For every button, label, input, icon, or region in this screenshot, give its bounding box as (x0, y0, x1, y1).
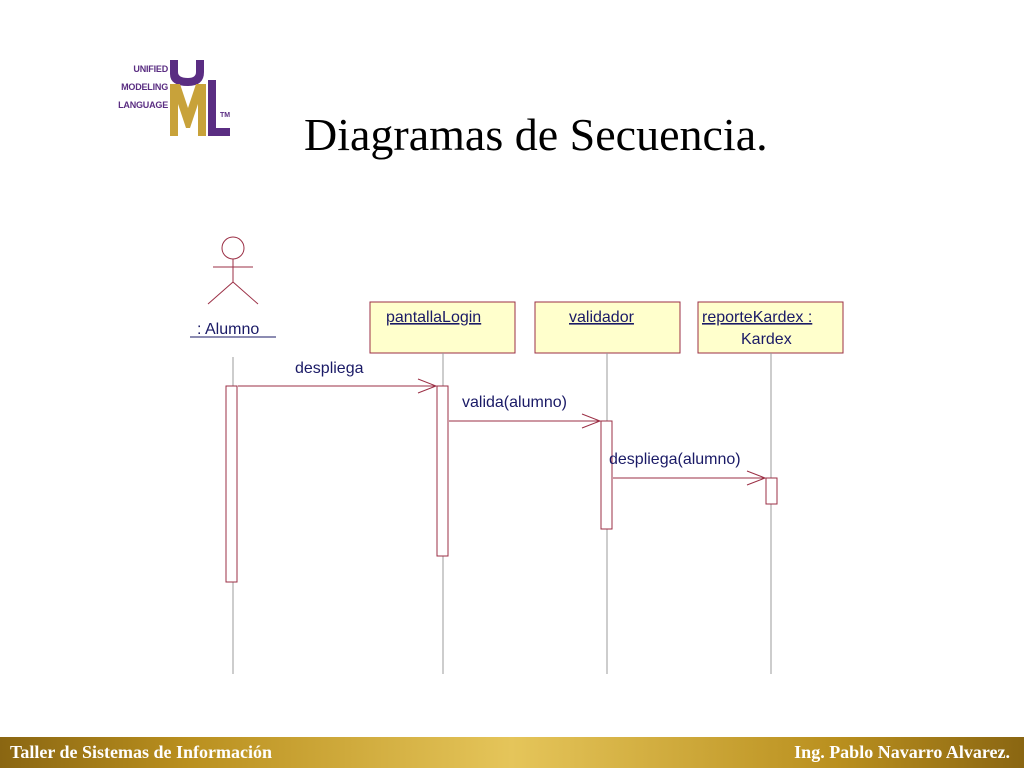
logo-l-shape (208, 80, 230, 136)
object-label-validador: validador (569, 309, 635, 326)
actor-figure (207, 236, 259, 305)
activation-alumno (225, 385, 238, 583)
footer-author: Ing. Pablo Navarro Alvarez. (794, 742, 1010, 762)
message-label-despliega-alumno: despliega(alumno) (609, 451, 741, 468)
activation-reportekardex (765, 477, 778, 505)
footer-bar: Taller de Sistemas de Información Ing. P… (0, 737, 1024, 768)
logo-m-shape (170, 84, 206, 136)
uml-logo: UNIFIED MODELING LANGUAGE TM (108, 56, 236, 144)
actor-label: : Alumno (197, 321, 259, 338)
message-arrowhead-valida (581, 413, 602, 429)
footer-course: Taller de Sistemas de Información (10, 742, 273, 762)
activation-validador (600, 420, 613, 530)
message-label-despliega: despliega (295, 360, 364, 377)
object-box-reportekardex (697, 301, 844, 354)
activation-pantallalogin (436, 385, 449, 557)
sequence-diagram: : Alumno pantallaLogin validador reporte… (190, 236, 844, 674)
actor-right-leg (232, 281, 259, 305)
uml-logo-mark (170, 60, 230, 136)
object-label-pantallalogin: pantallaLogin (386, 309, 481, 326)
object-box-validador (534, 301, 681, 354)
page-title: Diagramas de Secuencia. (304, 109, 768, 160)
logo-text-modeling: MODELING (121, 82, 168, 92)
logo-trademark: TM (220, 112, 231, 119)
message-arrowhead-despliega (417, 378, 438, 394)
logo-text-language: LANGUAGE (118, 100, 168, 110)
logo-u-shape (170, 60, 204, 86)
object-label-reportekardex-line1: reporteKardex : (702, 309, 812, 326)
object-label-reportekardex-line2: Kardex (741, 331, 792, 348)
actor-head (221, 236, 245, 260)
message-label-valida: valida(alumno) (462, 394, 567, 411)
actor-left-leg (207, 281, 234, 305)
message-arrowhead-despliega-alumno (746, 470, 767, 486)
logo-text-unified: UNIFIED (133, 64, 168, 74)
